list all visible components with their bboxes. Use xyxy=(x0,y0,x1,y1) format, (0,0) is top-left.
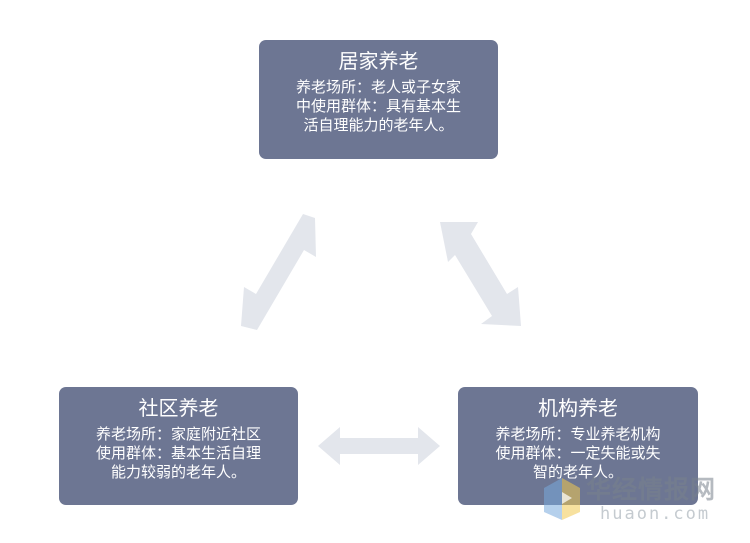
institution-care-line-1: 养老场所：专业养老机构 xyxy=(495,425,661,443)
community-care-title: 社区养老 xyxy=(138,396,219,420)
watermark-name: 华经情报网 xyxy=(586,475,717,504)
home-care-title: 居家养老 xyxy=(338,49,419,73)
home-care-line-2: 中使用群体：具有基本生 xyxy=(295,97,461,115)
institution-care-line-2: 使用群体：一定失能或失 xyxy=(495,444,661,462)
home-care-line-3: 活自理能力的老年人。 xyxy=(303,116,454,134)
institution-care-title: 机构养老 xyxy=(538,396,618,420)
home-care-box: 居家养老 养老场所：老人或子女家 中使用群体：具有基本生 活自理能力的老年人。 xyxy=(259,40,498,159)
home-care-line-1: 养老场所：老人或子女家 xyxy=(295,78,461,96)
institution-care-line-3: 智的老年人。 xyxy=(532,463,623,481)
community-care-line-3: 能力较弱的老年人。 xyxy=(110,463,246,481)
watermark-url: huaon.com xyxy=(600,504,711,524)
watermark: 华经情报网 huaon.com xyxy=(540,470,750,530)
arrow-community-home xyxy=(241,214,316,330)
community-care-line-2: 使用群体：基本生活自理 xyxy=(95,444,261,462)
community-care-line-1: 养老场所：家庭附近社区 xyxy=(95,425,261,443)
community-care-box: 社区养老 养老场所：家庭附近社区 使用群体：基本生活自理 能力较弱的老年人。 xyxy=(59,387,298,505)
arrow-home-institution xyxy=(440,222,521,326)
institution-care-box: 机构养老 养老场所：专业养老机构 使用群体：一定失能或失 智的老年人。 xyxy=(458,387,698,505)
watermark-logo-icon xyxy=(544,478,580,520)
arrow-community-institution xyxy=(318,427,440,465)
